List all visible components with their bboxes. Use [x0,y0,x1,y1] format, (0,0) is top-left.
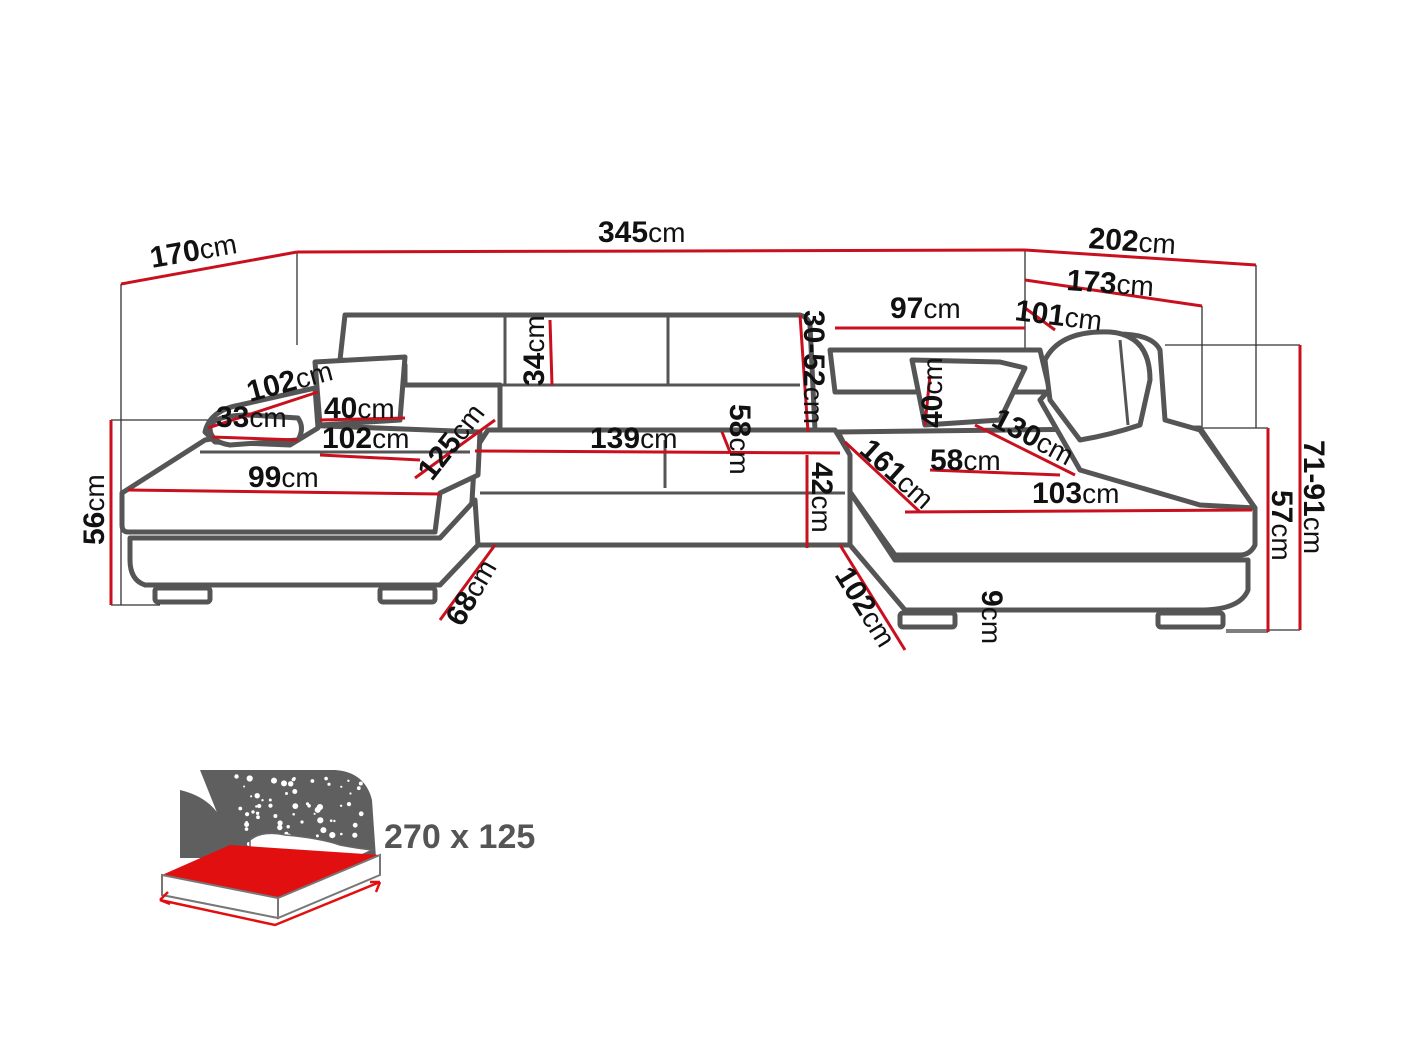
left-base [127,497,481,588]
dim-label-right-inner-depth: 173cm [1066,264,1155,303]
dim-label-right-pillow: 40cm [916,357,949,428]
dim-label-backrest-height: 34cm [518,315,551,386]
leg-left-1 [152,585,213,605]
dimension-lines [109,248,1302,651]
dim-label-left-depth: 170cm [147,227,239,275]
leg-right-1 [897,610,958,630]
dim-label-right-back-length: 101cm [1013,294,1104,337]
dim-label-right-seat-width: 103cm [1032,477,1119,510]
dim-label-total-width: 345cm [598,216,685,249]
leg-left-2 [377,585,438,605]
dim-label-center-seat-depth: 58cm [723,404,756,475]
night-sky [180,770,376,858]
dim-label-headrest-height: 71-91cm [1297,440,1330,554]
dim-label-headrest-adjust: 30-52cm [797,310,830,424]
dim-label-right-height: 57cm [1265,490,1298,561]
dim-label-leg-height: 9cm [975,590,1008,644]
dim-label-seat-height: 42cm [805,462,838,533]
bed-size-label: 270 x 125 [384,818,535,856]
dim-label-right-depth: 202cm [1088,222,1177,261]
dim-label-center-seat-width: 139cm [590,422,677,455]
dim-label-left-arm-height: 33cm [216,401,287,434]
mattress [162,845,380,898]
right-pillow [909,357,1028,428]
right-headrest [1042,329,1153,443]
dim-label-left-pillow: 40cm [324,392,395,425]
dim-label-middle-back-gap: 97cm [890,292,961,325]
leg-right-2 [1155,610,1226,630]
dim-label-left-seat-width: 99cm [248,461,319,494]
dim-label-right-seat-depth: 58cm [930,444,1001,477]
dim-label-left-seat-depth: 102cm [322,422,409,455]
dim-label-left-height: 56cm [78,474,111,545]
sofa-outline [119,312,1258,630]
bed-icon [159,770,382,927]
left-pillow [312,354,408,428]
right-base [847,489,1251,613]
